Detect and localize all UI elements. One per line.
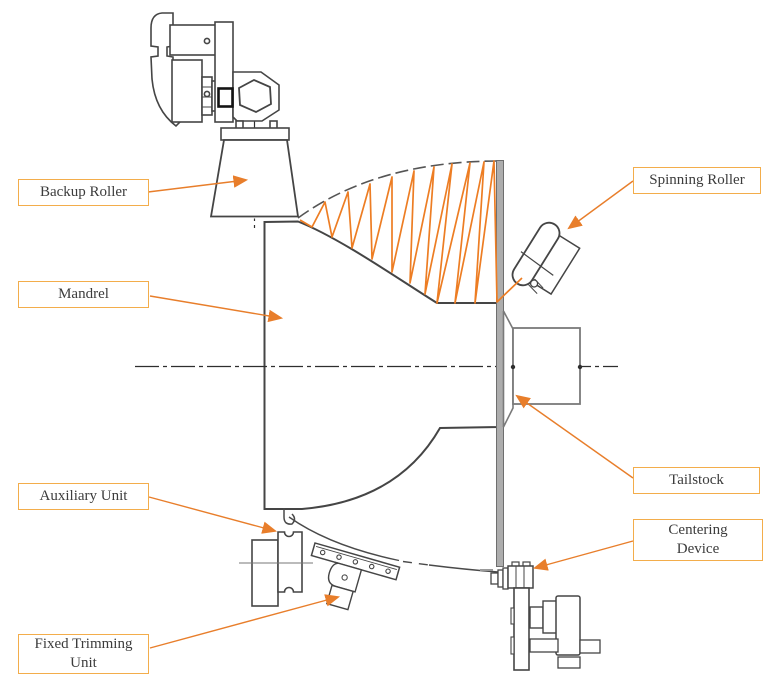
label-auxiliary-unit: Auxiliary Unit bbox=[18, 483, 149, 510]
leader-arrows bbox=[147, 175, 634, 649]
label-spinning-roller: Spinning Roller bbox=[633, 167, 761, 194]
blank-plate bbox=[496, 160, 504, 567]
label-backup-roller: Backup Roller bbox=[18, 179, 149, 206]
centering-device-assembly bbox=[480, 561, 601, 671]
label-centering-device: Centering Device bbox=[633, 519, 763, 561]
mandrel-body bbox=[263, 220, 500, 510]
spinning-roller-assembly bbox=[511, 221, 581, 296]
leader-arrow-trimming-unit bbox=[149, 594, 341, 649]
roller-pass-trajectories bbox=[299, 160, 523, 304]
leader-arrow-backup-roller bbox=[147, 175, 249, 193]
auxiliary-unit-assembly bbox=[239, 531, 313, 607]
label-tailstock: Tailstock bbox=[633, 467, 760, 494]
label-fixed-trimming-unit: Fixed Trimming Unit bbox=[18, 634, 149, 674]
leader-arrow-mandrel bbox=[149, 295, 284, 323]
leader-arrow-spinning-roller bbox=[567, 180, 634, 230]
leader-arrow-centering-device bbox=[532, 540, 634, 571]
workpiece-contour bbox=[283, 160, 499, 573]
fixed-trimming-unit-assembly bbox=[310, 542, 401, 611]
leader-arrow-auxiliary-unit bbox=[148, 496, 278, 534]
leader-arrow-tailstock bbox=[515, 394, 634, 479]
tailstock-assembly bbox=[502, 310, 583, 428]
label-mandrel: Mandrel bbox=[18, 281, 149, 308]
backup-roller-assembly bbox=[150, 12, 300, 218]
